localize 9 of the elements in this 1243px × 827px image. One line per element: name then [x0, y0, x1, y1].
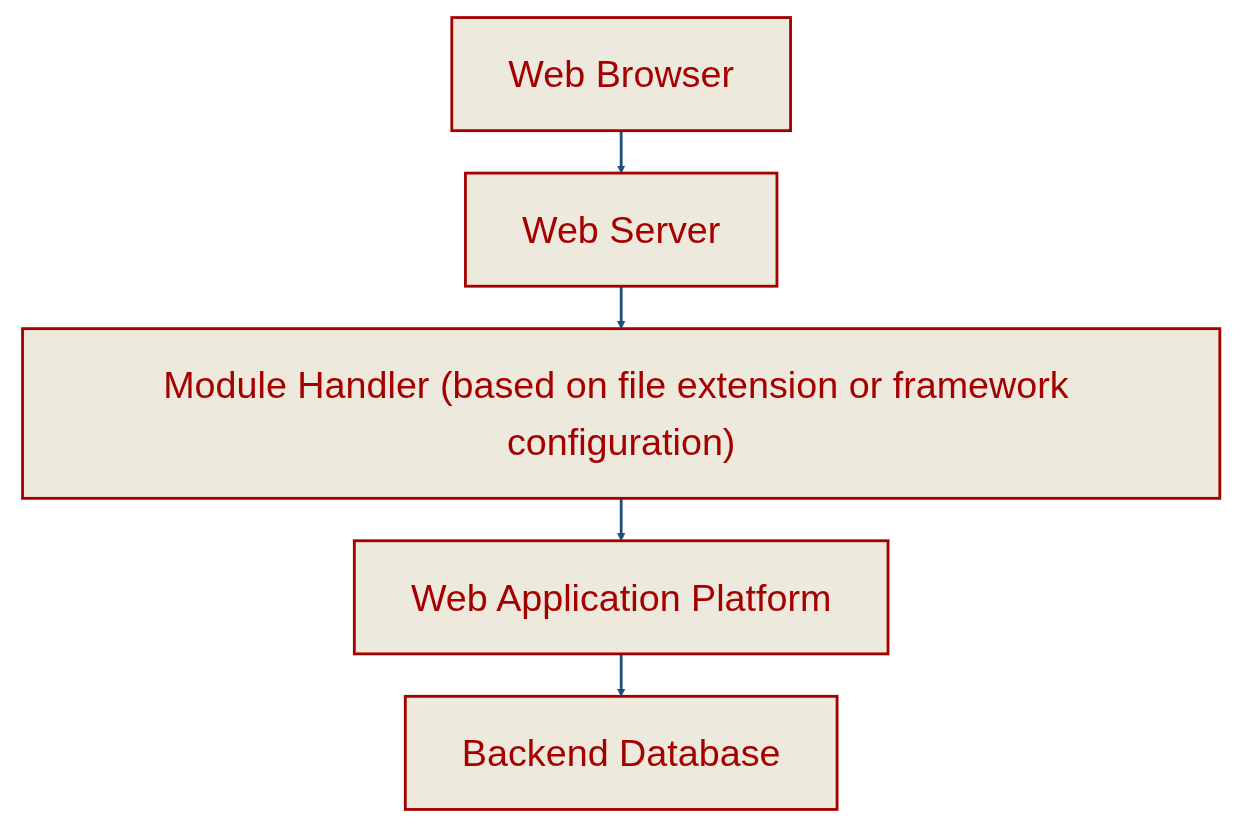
node-box — [21, 327, 1222, 500]
node-box — [404, 694, 839, 811]
arrow — [617, 653, 626, 697]
node-box — [450, 16, 793, 133]
arrow — [617, 130, 626, 174]
arrow — [617, 286, 626, 329]
node-box — [353, 539, 890, 656]
flowchart-diagram: Web Browser Web Server Module Handler (based on file extension or framework configuration) Web Application Platform Backend Database — [15, 10, 1228, 817]
node-box — [464, 171, 779, 288]
